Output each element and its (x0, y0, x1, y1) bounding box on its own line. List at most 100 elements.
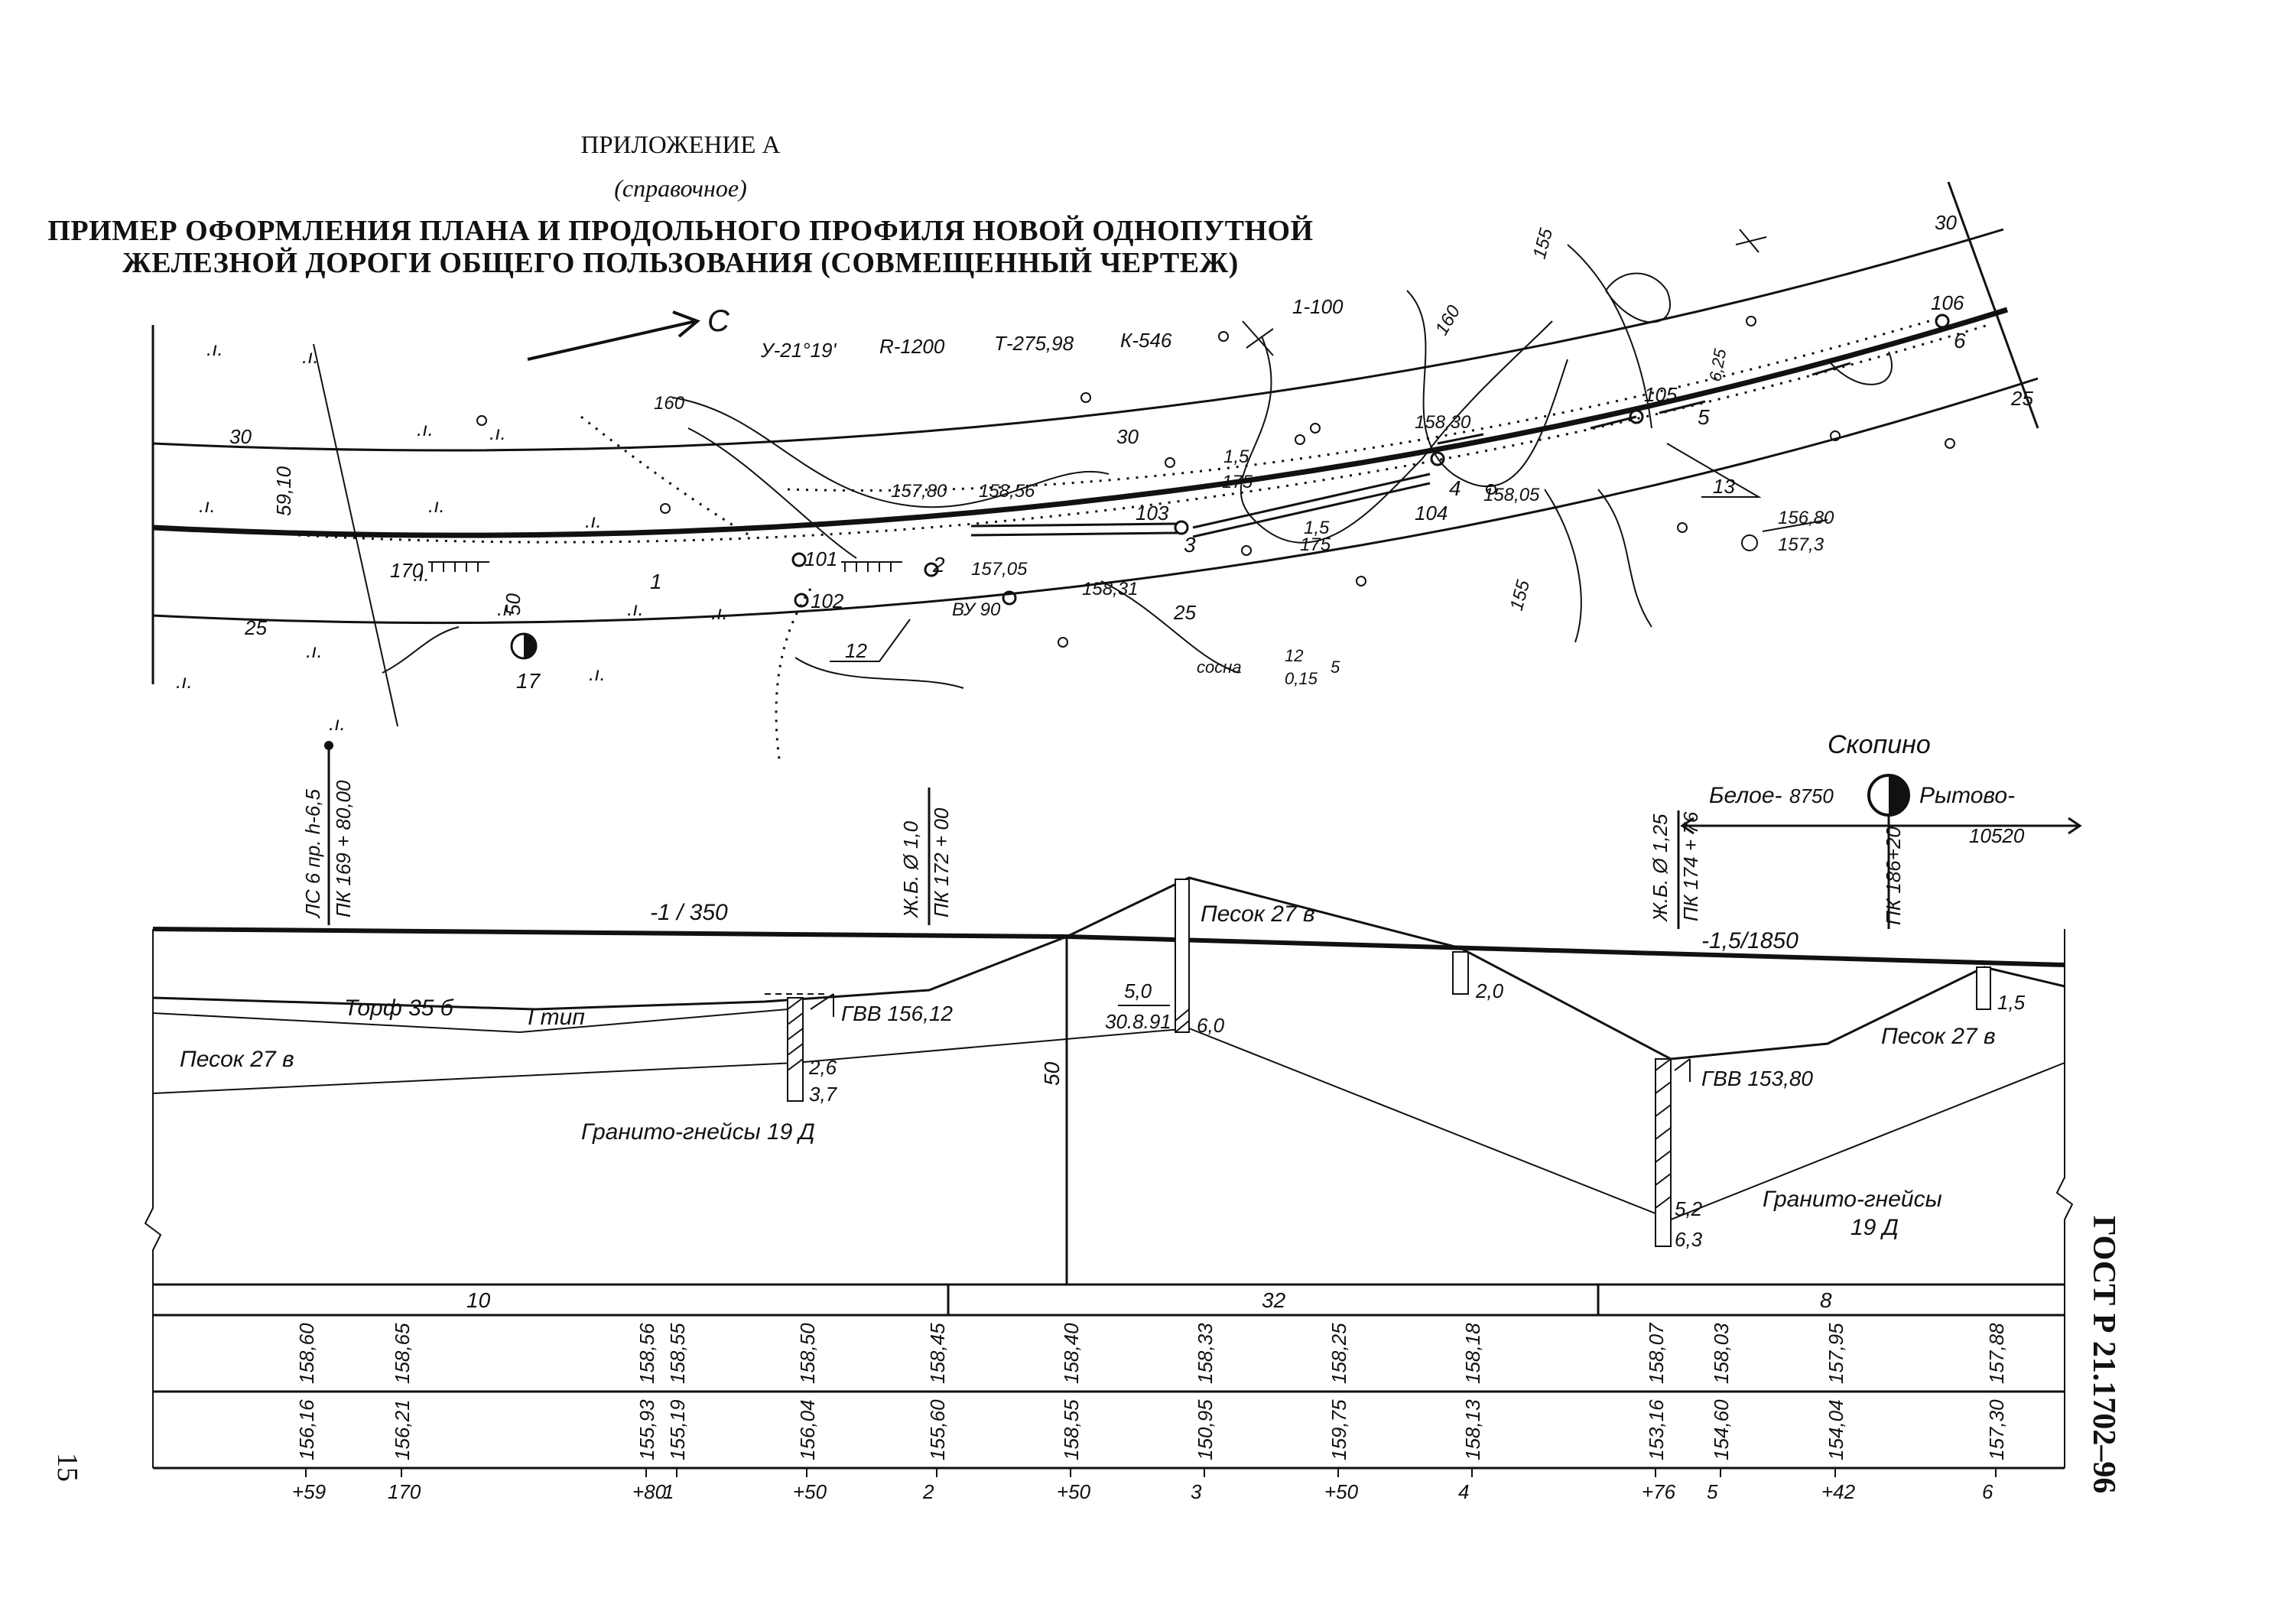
gwl-label: ГВВ 156,12 (841, 1002, 953, 1025)
contour-line (1544, 489, 1582, 643)
curve-angle: У-21°19' (760, 339, 837, 362)
bore-frac-top: 5,0 (1124, 979, 1152, 1002)
ground-elevation: 156,04 (796, 1399, 819, 1460)
svg-text:.ı.: .ı. (206, 337, 223, 360)
picket-label: 5 (1698, 405, 1710, 429)
station-label: 170 (388, 1480, 421, 1503)
station-label: 6 (1982, 1480, 1993, 1503)
table-rules (153, 1283, 2065, 1470)
road-line (382, 626, 460, 674)
spot-elevation-top: 156,80 (1778, 508, 1834, 528)
contour-line (794, 657, 964, 689)
ground-elevation: 156,16 (295, 1399, 318, 1460)
bore-value: 5,2 (1675, 1197, 1703, 1220)
station-label: +59 (292, 1480, 326, 1503)
slope-note: 175 (1222, 472, 1253, 492)
design-elevation: 158,60 (295, 1323, 318, 1384)
tree-top: 12 (1285, 646, 1303, 665)
ground-line (152, 876, 2065, 1060)
north-label: С (707, 304, 730, 338)
hatch-marks (428, 561, 902, 572)
station-label: +76 (1642, 1480, 1676, 1503)
bore-frac-bottom: 30.8.91 (1105, 1010, 1171, 1033)
elevation-label: 157,05 (971, 559, 1028, 580)
callout-label: 12 (845, 639, 867, 662)
bore-value: 2,0 (1475, 979, 1504, 1002)
design-elevation: 158,50 (796, 1323, 819, 1384)
structure-line1: Ж.Б. Ø 1,25 (1649, 814, 1672, 923)
design-elevation: 157,88 (1985, 1323, 2008, 1384)
ground-elevation: 150,95 (1194, 1399, 1217, 1460)
ground-elevation: 156,21 (391, 1399, 414, 1460)
svg-text:.ı.: .ı. (585, 509, 602, 532)
picket-label: 3 (1184, 533, 1196, 557)
grade-label: -1 / 350 (650, 900, 728, 925)
point-label: 106 (1931, 291, 1964, 314)
borehole-columns (787, 879, 1991, 1247)
picket-label: 1 (650, 570, 662, 593)
ground-elevation: 155,19 (666, 1399, 689, 1460)
ground-elevation: 155,60 (926, 1399, 949, 1460)
row-boundary-bottom (152, 377, 2039, 625)
ground-elevation: 154,60 (1710, 1399, 1733, 1460)
offset-label-left2: 25 (244, 616, 267, 639)
design-elevation: 158,07 (1645, 1322, 1668, 1384)
appendix-label: ПРИЛОЖЕНИЕ А (580, 132, 781, 159)
svg-text:.ı.: .ı. (627, 597, 644, 620)
design-elevation: 158,56 (635, 1323, 658, 1384)
structure-line1: Ж.Б. Ø 1,0 (899, 820, 922, 919)
contour-label: 160 (1431, 301, 1465, 339)
contour-line (672, 397, 1110, 508)
gwl-label: ГВВ 153,80 (1701, 1067, 1813, 1090)
offset-label-right: 30 (1935, 211, 1957, 234)
ground-elevation: 154,04 (1824, 1399, 1847, 1460)
segment-label: 32 (1262, 1288, 1286, 1312)
svg-text:.ı.: .ı. (413, 563, 430, 586)
ground-elevation: 153,16 (1645, 1399, 1668, 1460)
bore-value: 6,3 (1675, 1228, 1703, 1251)
ground-elevation: 155,93 (635, 1399, 658, 1460)
tree-name: сосна (1197, 658, 1242, 677)
ground-elevation: 157,30 (1985, 1399, 2008, 1460)
station-label: +50 (1324, 1480, 1359, 1503)
point-label: 17 (516, 669, 541, 693)
station-right-distance: 10520 (1969, 824, 2025, 847)
profile-left-edge (144, 929, 162, 1468)
north-arrow (527, 310, 700, 361)
contour-line (1597, 489, 1652, 628)
station-label: 2 (922, 1480, 934, 1503)
ground-elevation: 158,55 (1060, 1399, 1083, 1460)
slope-note: 175 (1300, 534, 1331, 555)
power-line (313, 343, 398, 727)
offset-label-left: 30 (229, 425, 252, 448)
design-elevation: 158,40 (1060, 1323, 1083, 1384)
picket-label: 2 (932, 553, 945, 577)
width-label: 59,10 (272, 466, 295, 516)
dotted-line-3 (580, 415, 750, 537)
ground-elevation: 158,13 (1461, 1399, 1484, 1460)
dotted-line-4 (775, 588, 812, 765)
station-right: Рытово- (1919, 783, 2015, 808)
callout-label: 13 (1713, 475, 1735, 498)
soil-label: Торф 35 б (344, 996, 454, 1021)
soil-label: 19 Д (1850, 1215, 1899, 1240)
contour-label: 160 (654, 393, 685, 414)
chainage-label: 170 (390, 559, 424, 582)
design-elevation: 158,03 (1710, 1323, 1733, 1384)
station-label: 3 (1191, 1480, 1202, 1503)
svg-text:.ı.: .ı. (329, 712, 346, 735)
spot-elevation-bottom: 157,3 (1778, 534, 1824, 555)
callout-leader (1666, 443, 1762, 498)
soil-label: I тип (528, 1005, 585, 1030)
bore-value: 3,7 (809, 1083, 838, 1106)
svg-text:.ı.: .ı. (417, 417, 434, 440)
borehole-17 (510, 632, 538, 660)
contour-line (1827, 351, 1893, 385)
tree-right: 5 (1331, 658, 1340, 677)
survey-cross (1735, 229, 1767, 253)
design-elevation: 158,25 (1327, 1323, 1350, 1384)
structure-line2: ПК 174 + 76 (1679, 811, 1702, 921)
elevation-label: 158,30 (1415, 412, 1471, 433)
